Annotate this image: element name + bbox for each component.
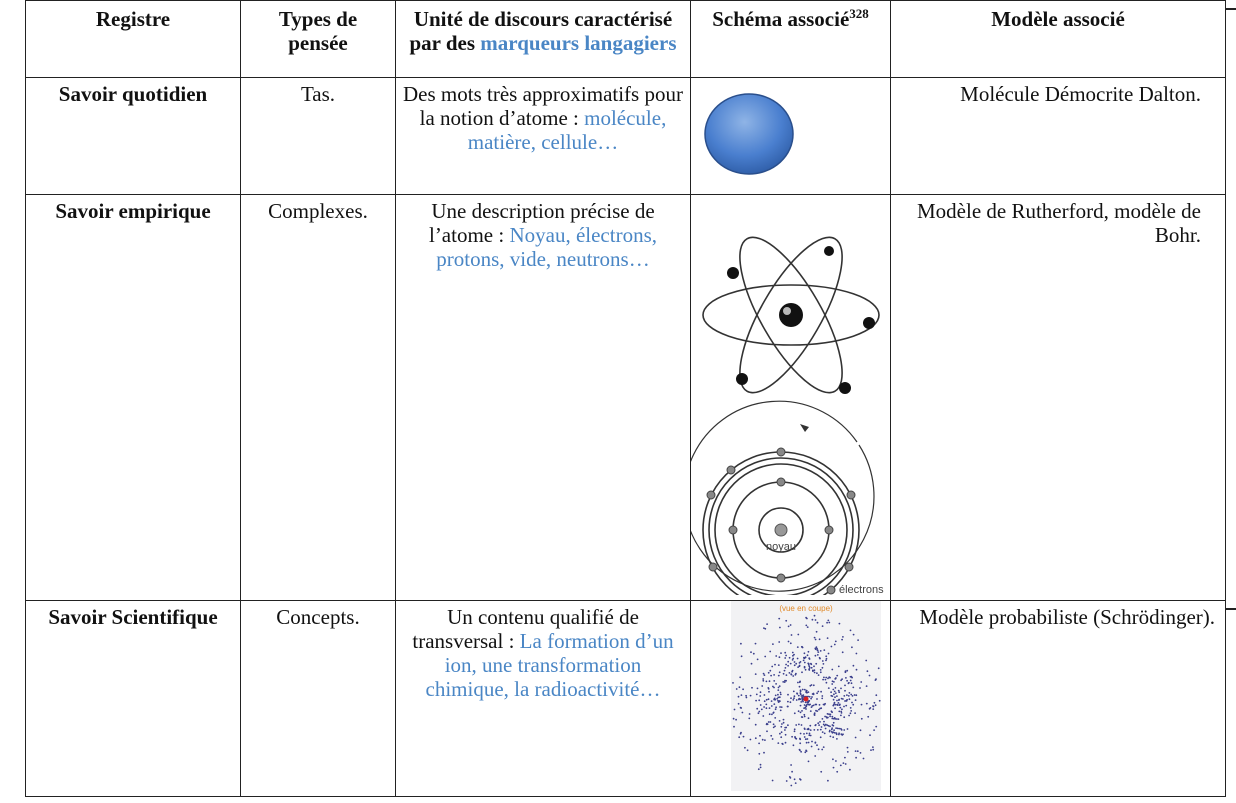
row2-discours-blue: Noyau, électrons, protons, vide, neutron… xyxy=(436,223,658,271)
header-marqueurs-highlight: marqueurs langagiers xyxy=(480,31,677,55)
vue-en-coupe-label: (vue en coupe) xyxy=(779,604,833,613)
header-registre: Registre xyxy=(25,0,241,78)
header-modele: Modèle associé xyxy=(890,0,1226,78)
probability-cloud-icon: (vue en coupe) xyxy=(731,601,881,791)
row2-schema: noyau électrons xyxy=(683,194,891,613)
margin-tick xyxy=(1226,608,1236,610)
row2-modele: Modèle de Rutherford, modèle de Bohr. xyxy=(890,194,1226,601)
header-schema-text: Schéma associé xyxy=(712,7,850,31)
atom-model-icon: noyau électrons xyxy=(683,236,884,613)
header-unite-discours: Unité de discours caractérisé par des ma… xyxy=(395,0,691,78)
header-schema: Schéma associé328 xyxy=(690,0,891,78)
row2-discours-text: Une description précise de l’atome : xyxy=(428,199,655,247)
electrons-label: électrons xyxy=(839,584,884,595)
margin-tick xyxy=(1226,8,1236,10)
row2-pensee: Complexes. xyxy=(240,194,396,601)
row3-modele: Modèle probabiliste (Schrödinger). xyxy=(890,600,1226,797)
row2-registre: Savoir empirique xyxy=(25,194,241,601)
knowledge-register-table: Registre Types de pensée Unité de discou… xyxy=(25,0,1226,797)
nucleus-dot xyxy=(803,696,809,702)
blue-ellipse-icon xyxy=(704,93,794,175)
row1-discours: Des mots très approximatifs pour la noti… xyxy=(395,77,691,195)
row3-discours-text: Un contenu qualifié de transversal : xyxy=(412,605,639,653)
table-row: Savoir empirique Complexes. Une descript… xyxy=(25,194,1226,613)
footnote-ref: 328 xyxy=(849,6,869,21)
header-row: Registre Types de pensée Unité de discou… xyxy=(25,0,1226,78)
row2-discours: Une description précise de l’atome : Noy… xyxy=(395,194,691,601)
row3-registre: Savoir Scientifique xyxy=(25,600,241,797)
row1-discours-blue: molécule, matière, cellule… xyxy=(467,106,667,154)
row3-discours: Un contenu qualifié de transversal : La … xyxy=(395,600,691,797)
header-types-pensee: Types de pensée xyxy=(240,0,396,78)
row1-registre: Savoir quotidien xyxy=(25,77,241,195)
noyau-label: noyau xyxy=(766,541,796,553)
row1-pensee: Tas. xyxy=(240,77,396,195)
table-row: Savoir quotidien Tas. Des mots très appr… xyxy=(25,77,1226,195)
table-row: Savoir Scientifique Concepts. Un contenu… xyxy=(25,600,1226,797)
row3-discours-blue: La formation d’un ion, une transformatio… xyxy=(425,629,674,701)
row1-modele: Molécule Démocrite Dalton. xyxy=(890,77,1226,195)
header-unite-text: Unité de discours caractérisé par des xyxy=(409,7,673,55)
row3-schema: (vue en coupe) xyxy=(690,600,891,797)
row1-discours-text: Des mots très approximatifs pour la noti… xyxy=(403,82,683,130)
row1-schema xyxy=(690,77,891,195)
row3-pensee: Concepts. xyxy=(240,600,396,797)
